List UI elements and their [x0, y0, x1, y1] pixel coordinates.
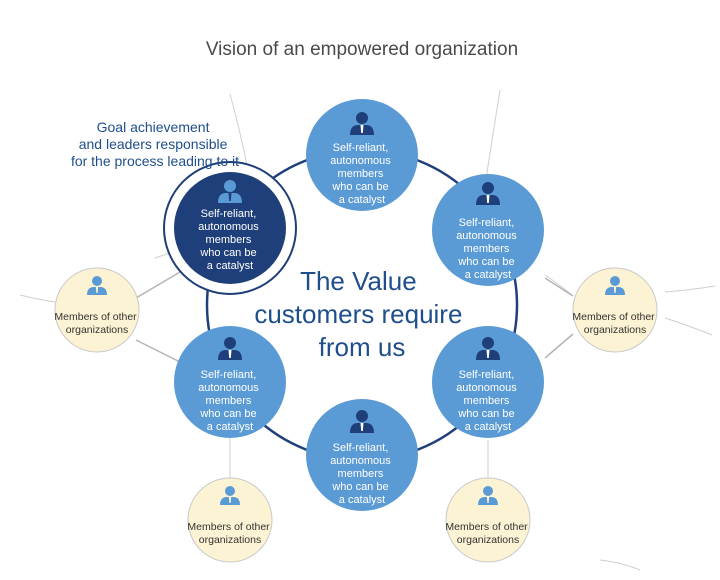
- member-line: Self-reliant,: [333, 142, 389, 154]
- leader-text: Self-reliant, autonomous members who can…: [198, 208, 262, 272]
- member-line: autonomous: [456, 382, 517, 394]
- leader-line: Self-reliant,: [201, 208, 257, 220]
- person-icon: [220, 486, 240, 505]
- member-circle: [432, 174, 544, 286]
- member-line: autonomous: [330, 455, 391, 467]
- member-line: Self-reliant,: [459, 369, 515, 381]
- background-lines: [19, 89, 716, 571]
- other-org-node: Members of other organizations: [187, 477, 273, 563]
- leader-line: members: [206, 234, 252, 246]
- member-circle: [306, 399, 418, 511]
- member-line: Self-reliant,: [459, 217, 515, 229]
- connector-line: [544, 333, 574, 359]
- diagram-title: Vision of an empowered organization: [206, 39, 518, 60]
- other-org-line: organizations: [199, 534, 261, 546]
- member-node: Self-reliant, autonomous members who can…: [432, 326, 544, 438]
- member-line: who can be: [457, 408, 514, 420]
- member-line: who can be: [331, 181, 388, 193]
- member-line: who can be: [331, 481, 388, 493]
- member-text: Self-reliant, autonomous members who can…: [456, 369, 520, 433]
- other-org-line: Members of other: [187, 521, 270, 533]
- other-org-line: organizations: [584, 324, 646, 336]
- goal-line: and leaders responsible: [79, 136, 228, 152]
- leader-line: a catalyst: [207, 260, 253, 272]
- member-circle: [432, 326, 544, 438]
- member-line: members: [206, 395, 252, 407]
- member-text: Self-reliant, autonomous members who can…: [456, 217, 520, 281]
- center-line: The Value: [300, 266, 417, 296]
- member-line: autonomous: [456, 230, 517, 242]
- connector-line: [135, 271, 181, 299]
- member-line: autonomous: [198, 382, 259, 394]
- other-org-circle: [54, 267, 140, 353]
- person-icon: [87, 276, 107, 295]
- person-icon: [350, 410, 374, 433]
- other-org-text: Members of other organizations: [54, 311, 139, 336]
- member-line: a catalyst: [339, 494, 385, 506]
- member-text: Self-reliant, autonomous members who can…: [330, 142, 394, 206]
- member-node: Self-reliant, autonomous members who can…: [432, 174, 544, 286]
- member-line: a catalyst: [465, 269, 511, 281]
- member-text: Self-reliant, autonomous members who can…: [330, 442, 394, 506]
- member-circle: [174, 326, 286, 438]
- other-org-line: Members of other: [54, 311, 137, 323]
- center-line: customers require: [254, 299, 462, 329]
- member-line: who can be: [199, 408, 256, 420]
- center-line: from us: [319, 332, 406, 362]
- other-org-line: Members of other: [572, 311, 655, 323]
- member-line: members: [338, 468, 384, 480]
- member-line: Self-reliant,: [201, 369, 257, 381]
- other-org-line: Members of other: [445, 521, 528, 533]
- leader-line: who can be: [199, 247, 256, 259]
- other-org-node: Members of other organizations: [54, 267, 140, 353]
- goal-line: Goal achievement: [97, 119, 210, 135]
- goal-line: for the process leading to it: [71, 153, 239, 169]
- member-line: members: [464, 243, 510, 255]
- other-org-node: Members of other organizations: [445, 477, 531, 563]
- person-icon: [476, 337, 500, 360]
- member-node: Self-reliant, autonomous members who can…: [306, 99, 418, 211]
- other-org-circle: [187, 477, 273, 563]
- connectors: [135, 271, 574, 363]
- other-org-circle: [572, 267, 658, 353]
- person-icon: [605, 276, 625, 295]
- person-icon: [218, 180, 242, 203]
- person-icon: [478, 486, 498, 505]
- member-line: who can be: [457, 256, 514, 268]
- member-node: Self-reliant, autonomous members who can…: [306, 399, 418, 511]
- member-node: Self-reliant, autonomous members who can…: [174, 326, 286, 438]
- other-org-text: Members of other organizations: [572, 311, 657, 336]
- connector-line: [544, 277, 574, 297]
- leader-line: autonomous: [198, 221, 259, 233]
- leader-node: Self-reliant, autonomous members who can…: [174, 172, 286, 284]
- other-org-line: organizations: [457, 534, 519, 546]
- other-org-node: Members of other organizations: [572, 267, 658, 353]
- other-org-text: Members of other organizations: [187, 521, 272, 546]
- person-icon: [350, 112, 374, 135]
- leader-circle: [174, 172, 286, 284]
- other-org-circle: [445, 477, 531, 563]
- person-icon: [476, 182, 500, 205]
- member-line: a catalyst: [207, 421, 253, 433]
- member-text: Self-reliant, autonomous members who can…: [198, 369, 262, 433]
- connector-line: [135, 339, 181, 363]
- member-line: autonomous: [330, 155, 391, 167]
- member-circle: [306, 99, 418, 211]
- member-line: members: [464, 395, 510, 407]
- other-org-line: organizations: [66, 324, 128, 336]
- member-line: Self-reliant,: [333, 442, 389, 454]
- member-line: members: [338, 168, 384, 180]
- center-value-text: The Value customers require from us: [254, 266, 469, 362]
- other-org-text: Members of other organizations: [445, 521, 530, 546]
- person-icon: [218, 337, 242, 360]
- goal-label: Goal achievement and leaders responsible…: [71, 119, 239, 169]
- member-line: a catalyst: [339, 194, 385, 206]
- member-line: a catalyst: [465, 421, 511, 433]
